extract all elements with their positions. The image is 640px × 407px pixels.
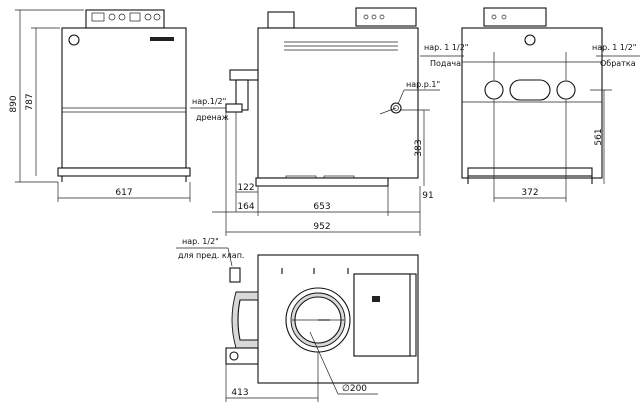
dim-side-122: 122	[237, 183, 254, 193]
dim-side-164: 164	[237, 202, 254, 212]
supply-pipe-icon	[484, 80, 504, 100]
return-pipe-icon	[556, 80, 576, 100]
dim-side-653: 653	[313, 202, 330, 212]
dim-top-diameter: ∅200	[342, 384, 367, 394]
brand-nameplate	[150, 37, 174, 41]
dim-rear-width: 372	[521, 188, 538, 198]
front-view: 890 787 617	[9, 9, 191, 202]
dim-front-width: 617	[115, 188, 132, 198]
valve-name-label: для пред. клап.	[178, 251, 244, 260]
dim-side-91: 91	[422, 191, 433, 201]
side-view: нар.1/2" дренаж нар.р.1" 383 122 164 653…	[190, 7, 440, 236]
dim-front-total-height: 890	[9, 95, 19, 112]
rear-control-panel	[483, 7, 547, 27]
top-view: нар. 1/2" для пред. клап. 413 ∅200	[176, 237, 419, 402]
supply-size-label: нар. 1 1/2"	[424, 43, 468, 52]
dim-side-383: 383	[414, 139, 424, 156]
side-control-panel	[355, 7, 417, 27]
gas-size-label: нар.р.1"	[406, 80, 440, 89]
drain-size-label: нар.1/2"	[192, 97, 226, 106]
drain-pipe	[229, 69, 259, 81]
boiler-side-body	[257, 27, 419, 179]
dim-top-413: 413	[231, 388, 248, 398]
burner-connector-icon	[372, 296, 380, 302]
supply-name-label: Подача	[430, 59, 461, 68]
boiler-front-body	[61, 27, 187, 169]
dim-side-total: 952	[313, 222, 330, 232]
rear-view: нар. 1 1/2" Подача нар. 1 1/2" Обратка 5…	[420, 7, 640, 202]
gas-inlet-icon	[390, 102, 402, 114]
side-top-block	[267, 11, 295, 29]
dim-rear-height: 561	[594, 128, 604, 145]
return-name-label: Обратка	[600, 59, 636, 68]
boiler-rear-body	[461, 27, 603, 179]
logo-icon	[68, 34, 80, 46]
drain-name-label: дренаж	[196, 113, 229, 122]
flue-outlet	[509, 79, 551, 101]
dim-front-body-height: 787	[25, 93, 35, 110]
valve-size-label: нар. 1/2"	[182, 237, 219, 246]
return-size-label: нар. 1 1/2"	[592, 43, 636, 52]
